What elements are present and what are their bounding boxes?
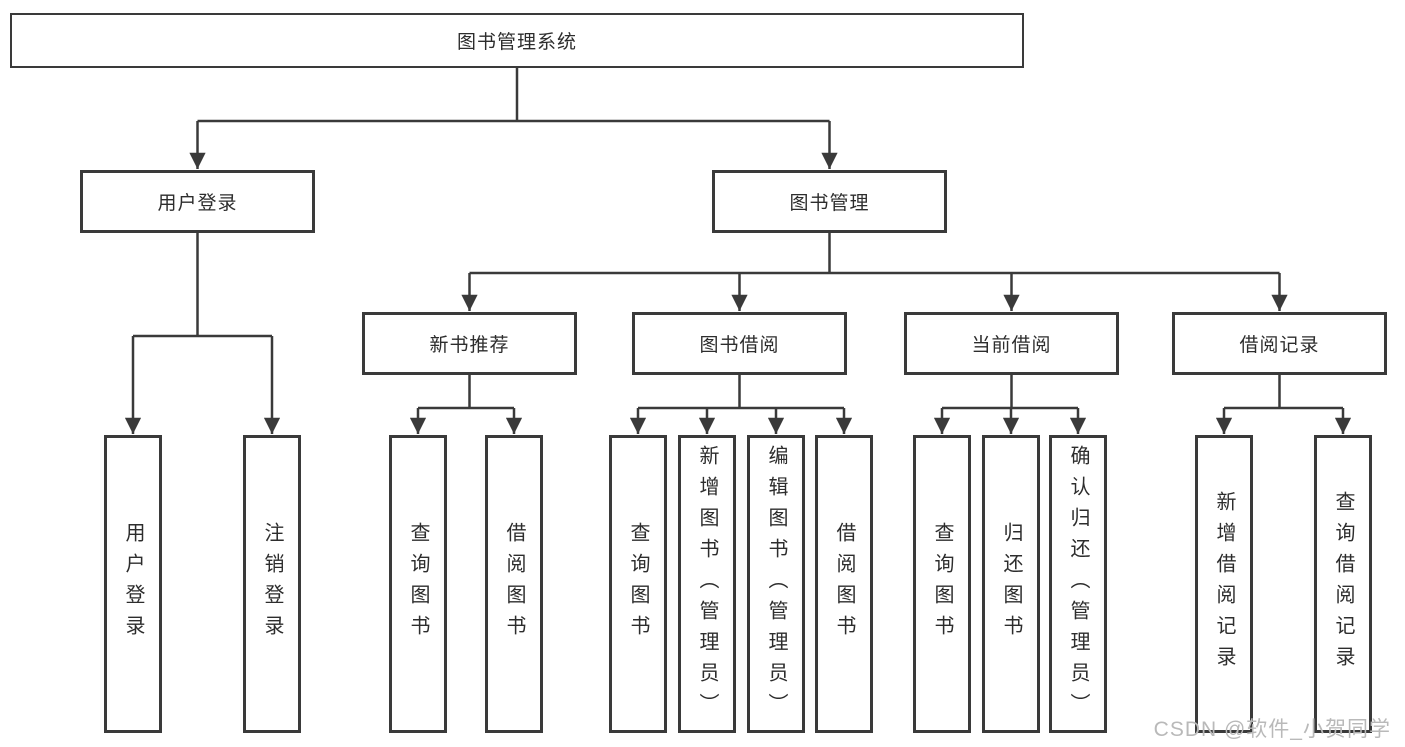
node-book-management: 图书管理: [712, 170, 947, 233]
node-label: 借阅图书: [503, 522, 525, 646]
leaf-node-query-books-2: 查询图书: [609, 435, 667, 733]
node-current-borrow: 当前借阅: [904, 312, 1119, 375]
leaf-node-logout: 注销登录: [243, 435, 301, 733]
node-user-login: 用户登录: [80, 170, 315, 233]
node-label: 归还图书: [1000, 522, 1022, 646]
node-label: 查询图书: [627, 522, 649, 646]
node-label: 编辑图书（管理员）: [765, 444, 787, 724]
node-book-borrow: 图书借阅: [632, 312, 847, 375]
leaf-node-add-borrow-record: 新增借阅记录: [1195, 435, 1253, 733]
node-label: 新增借阅记录: [1213, 491, 1235, 677]
leaf-node-query-books-3: 查询图书: [913, 435, 971, 733]
leaf-node-borrow-books-1: 借阅图书: [485, 435, 543, 733]
node-label: 确认归还（管理员）: [1067, 444, 1089, 724]
node-label: 图书借阅: [699, 335, 780, 356]
node-label: 用户登录: [157, 193, 238, 214]
csdn-watermark: CSDN @软件_小贺同学: [1153, 718, 1391, 741]
node-label: 查询图书: [407, 522, 429, 646]
node-label: 借阅图书: [833, 522, 855, 646]
node-label: 注销登录: [261, 522, 283, 646]
node-label: 查询图书: [931, 522, 953, 646]
node-label: 图书管理系统: [456, 32, 577, 53]
leaf-node-return-books: 归还图书: [982, 435, 1040, 733]
node-label: 用户登录: [122, 522, 144, 646]
leaf-node-user-login: 用户登录: [104, 435, 162, 733]
leaf-node-borrow-books-2: 借阅图书: [815, 435, 873, 733]
node-label: 图书管理: [789, 193, 870, 214]
node-library-management-system: 图书管理系统: [10, 13, 1024, 68]
leaf-node-edit-books-admin: 编辑图书（管理员）: [747, 435, 805, 733]
leaf-node-confirm-return-admin: 确认归还（管理员）: [1049, 435, 1107, 733]
node-label: 新书推荐: [429, 335, 510, 356]
node-label: 借阅记录: [1239, 335, 1320, 356]
leaf-node-add-books-admin: 新增图书（管理员）: [678, 435, 736, 733]
leaf-node-query-borrow-record: 查询借阅记录: [1314, 435, 1372, 733]
node-new-book-recommend: 新书推荐: [362, 312, 577, 375]
node-label: 当前借阅: [971, 335, 1052, 356]
node-borrow-record: 借阅记录: [1172, 312, 1387, 375]
node-label: 查询借阅记录: [1332, 491, 1354, 677]
leaf-node-query-books-1: 查询图书: [389, 435, 447, 733]
node-label: 新增图书（管理员）: [696, 444, 718, 724]
